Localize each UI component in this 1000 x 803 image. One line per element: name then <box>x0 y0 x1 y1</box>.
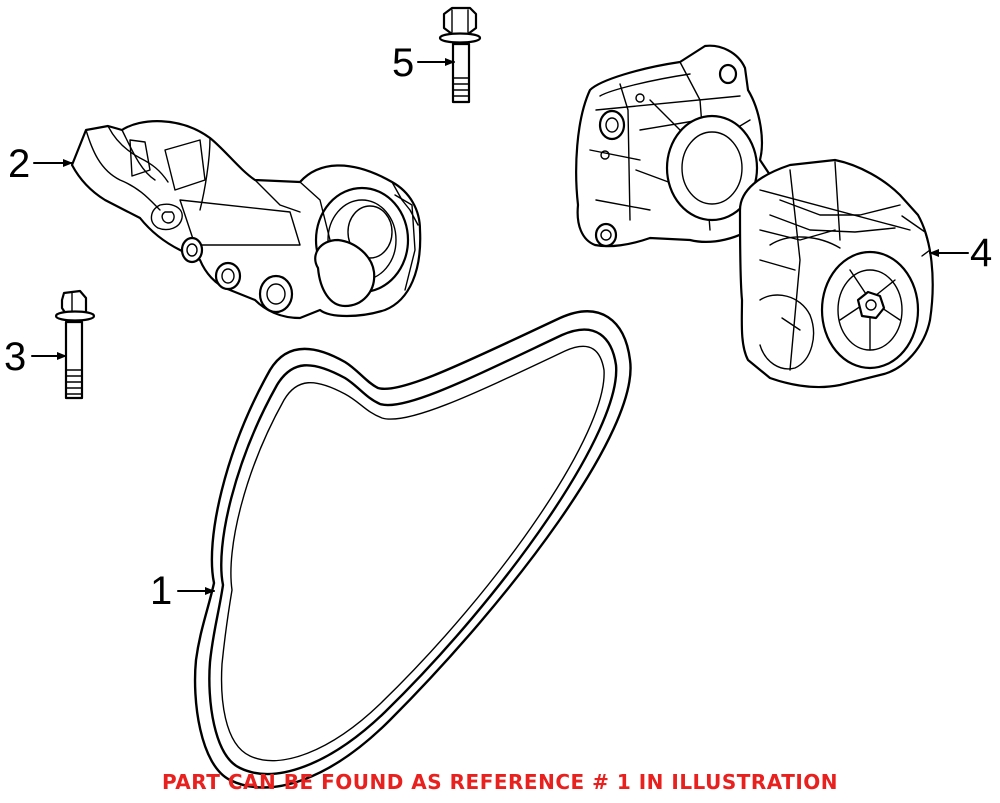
bolt-left <box>54 289 96 400</box>
callout-number-2: 2 <box>8 142 31 186</box>
bolt-top <box>438 6 482 104</box>
reference-note: PART CAN BE FOUND AS REFERENCE # 1 IN IL… <box>161 770 839 794</box>
callout-number-1: 1 <box>150 569 173 613</box>
callout-number-3: 3 <box>4 335 27 379</box>
tensioner-bracket <box>70 120 422 320</box>
belt-tensioner-assembly <box>575 44 934 389</box>
callout-number-5: 5 <box>392 41 415 85</box>
callout-number-4: 4 <box>970 231 993 275</box>
drive-belt <box>193 310 632 789</box>
